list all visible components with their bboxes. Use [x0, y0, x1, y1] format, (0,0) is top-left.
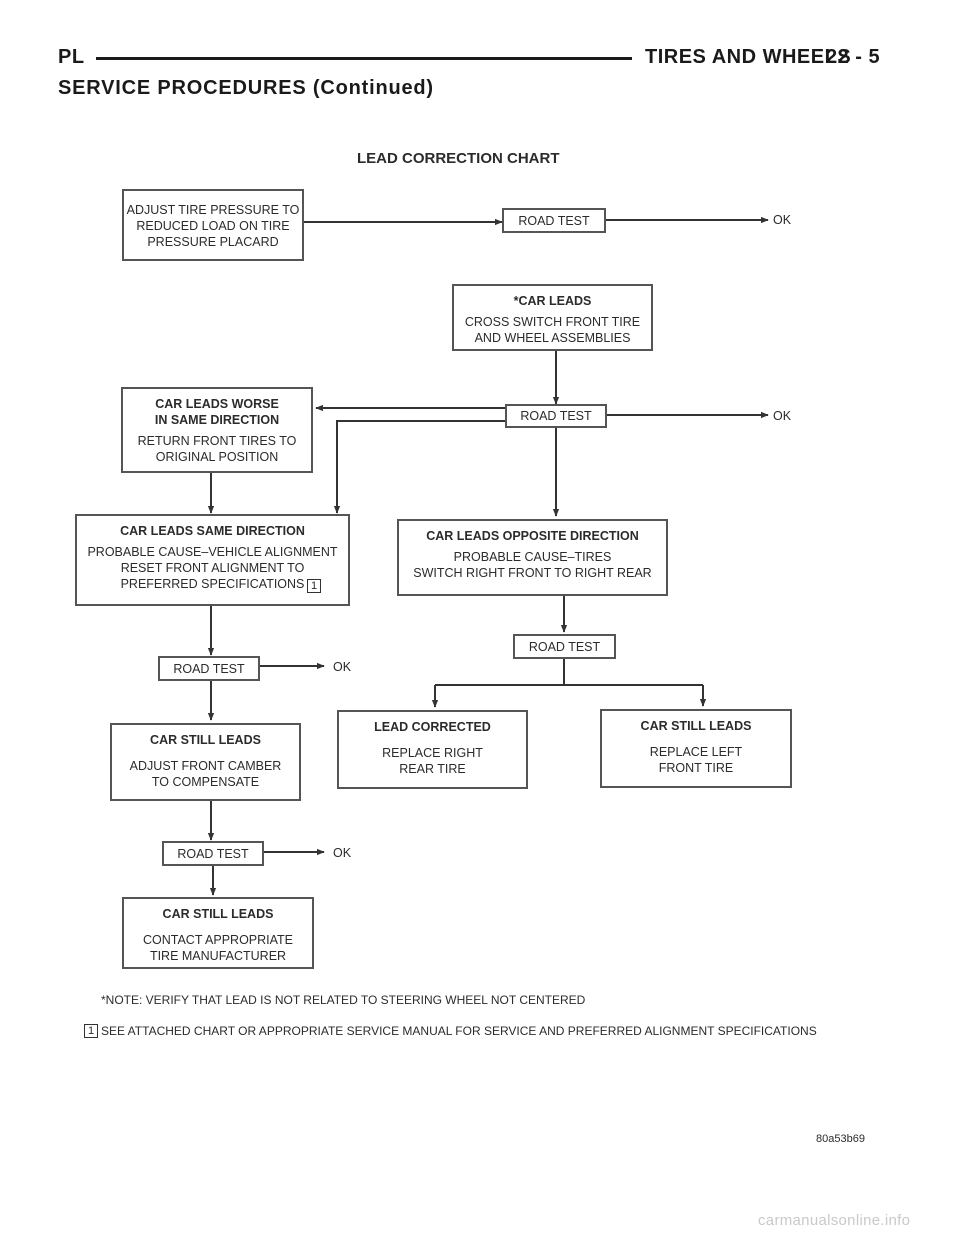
box-car-leads-heading: *CAR LEADS: [513, 294, 592, 308]
box-same-direction-body: PROBABLE CAUSE–VEHICLE ALIGNMENT RESET F…: [87, 545, 338, 591]
box-still-leads-camber-heading: CAR STILL LEADS: [150, 733, 261, 747]
box-car-leads-body: CROSS SWITCH FRONT TIRE AND WHEEL ASSEMB…: [464, 315, 641, 345]
box-still-leads-right-body: REPLACE LEFT FRONT TIRE: [649, 745, 743, 775]
box-car-leads: *CAR LEADS CROSS SWITCH FRONT TIRE AND W…: [452, 284, 653, 351]
box-still-leads-contact-body: CONTACT APPROPRIATE TIRE MANUFACTURER: [142, 933, 294, 963]
box-adjust-tire-pressure: ADJUST TIRE PRESSURE TO REDUCED LOAD ON …: [122, 189, 304, 261]
note-alignment-specs: SEE ATTACHED CHART OR APPROPRIATE SERVIC…: [101, 1024, 817, 1038]
box-still-leads-contact-heading: CAR STILL LEADS: [162, 907, 274, 921]
box-car-leads-same-direction: CAR LEADS SAME DIRECTION PROBABLE CAUSE–…: [75, 514, 350, 606]
box-still-leads-right-heading: CAR STILL LEADS: [640, 719, 752, 733]
box-opposite-heading: CAR LEADS OPPOSITE DIRECTION: [426, 529, 639, 543]
ok-label-3: OK: [333, 660, 352, 674]
box-car-leads-opposite-direction: CAR LEADS OPPOSITE DIRECTION PROBABLE CA…: [397, 519, 668, 596]
footnote-ref-badge: 1: [307, 579, 321, 593]
road-test-5-label: ROAD TEST: [177, 847, 249, 861]
arrow-roadtest2-to-same: [333, 420, 505, 514]
figure-code: 80a53b69: [816, 1133, 865, 1145]
box-car-leads-worse: CAR LEADS WORSE IN SAME DIRECTION RETURN…: [121, 387, 313, 473]
header-section: TIRES AND WHEELS: [645, 46, 852, 68]
road-test-2-label: ROAD TEST: [520, 409, 592, 423]
road-test-3: ROAD TEST: [158, 656, 260, 681]
box-lead-corrected-body: REPLACE RIGHT REAR TIRE: [382, 746, 483, 776]
box-car-still-leads-camber: CAR STILL LEADS ADJUST FRONT CAMBER TO C…: [110, 723, 301, 801]
box-car-leads-worse-body: RETURN FRONT TIRES TO ORIGINAL POSITION: [137, 434, 297, 464]
box-opposite-body: PROBABLE CAUSE–TIRES SWITCH RIGHT FRONT …: [413, 550, 652, 580]
watermark: carmanualsonline.info: [758, 1212, 911, 1229]
road-test-2: ROAD TEST: [505, 404, 607, 428]
ok-label-4: OK: [333, 846, 352, 860]
header-subtitle: SERVICE PROCEDURES (Continued): [58, 77, 434, 99]
chart-title: LEAD CORRECTION CHART: [357, 150, 560, 167]
road-test-5: ROAD TEST: [162, 841, 264, 866]
box-lead-corrected-heading: LEAD CORRECTED: [374, 720, 491, 734]
footnote-badge: 1: [84, 1024, 98, 1038]
box-still-leads-camber-body: ADJUST FRONT CAMBER TO COMPENSATE: [129, 759, 282, 789]
box-car-still-leads-contact: CAR STILL LEADS CONTACT APPROPRIATE TIRE…: [122, 897, 314, 969]
road-test-3-label: ROAD TEST: [173, 662, 245, 676]
box-lead-corrected: LEAD CORRECTED REPLACE RIGHT REAR TIRE: [337, 710, 528, 789]
header-page-number: 22 - 5: [826, 46, 881, 68]
road-test-1-label: ROAD TEST: [518, 214, 590, 228]
box-same-direction-heading: CAR LEADS SAME DIRECTION: [120, 524, 305, 538]
note-steering-wheel: *NOTE: VERIFY THAT LEAD IS NOT RELATED T…: [101, 993, 586, 1007]
road-test-1: ROAD TEST: [502, 208, 606, 233]
road-test-4: ROAD TEST: [513, 634, 616, 659]
box-car-leads-worse-heading: CAR LEADS WORSE IN SAME DIRECTION: [154, 397, 280, 427]
box-car-still-leads-right: CAR STILL LEADS REPLACE LEFT FRONT TIRE: [600, 709, 792, 788]
header-rule: [96, 57, 632, 60]
box-adjust-tire-pressure-body: ADJUST TIRE PRESSURE TO REDUCED LOAD ON …: [126, 203, 300, 249]
header-left: PL: [58, 46, 85, 68]
ok-label-1: OK: [773, 213, 792, 227]
road-test-4-label: ROAD TEST: [528, 640, 601, 654]
ok-label-2: OK: [773, 409, 792, 423]
